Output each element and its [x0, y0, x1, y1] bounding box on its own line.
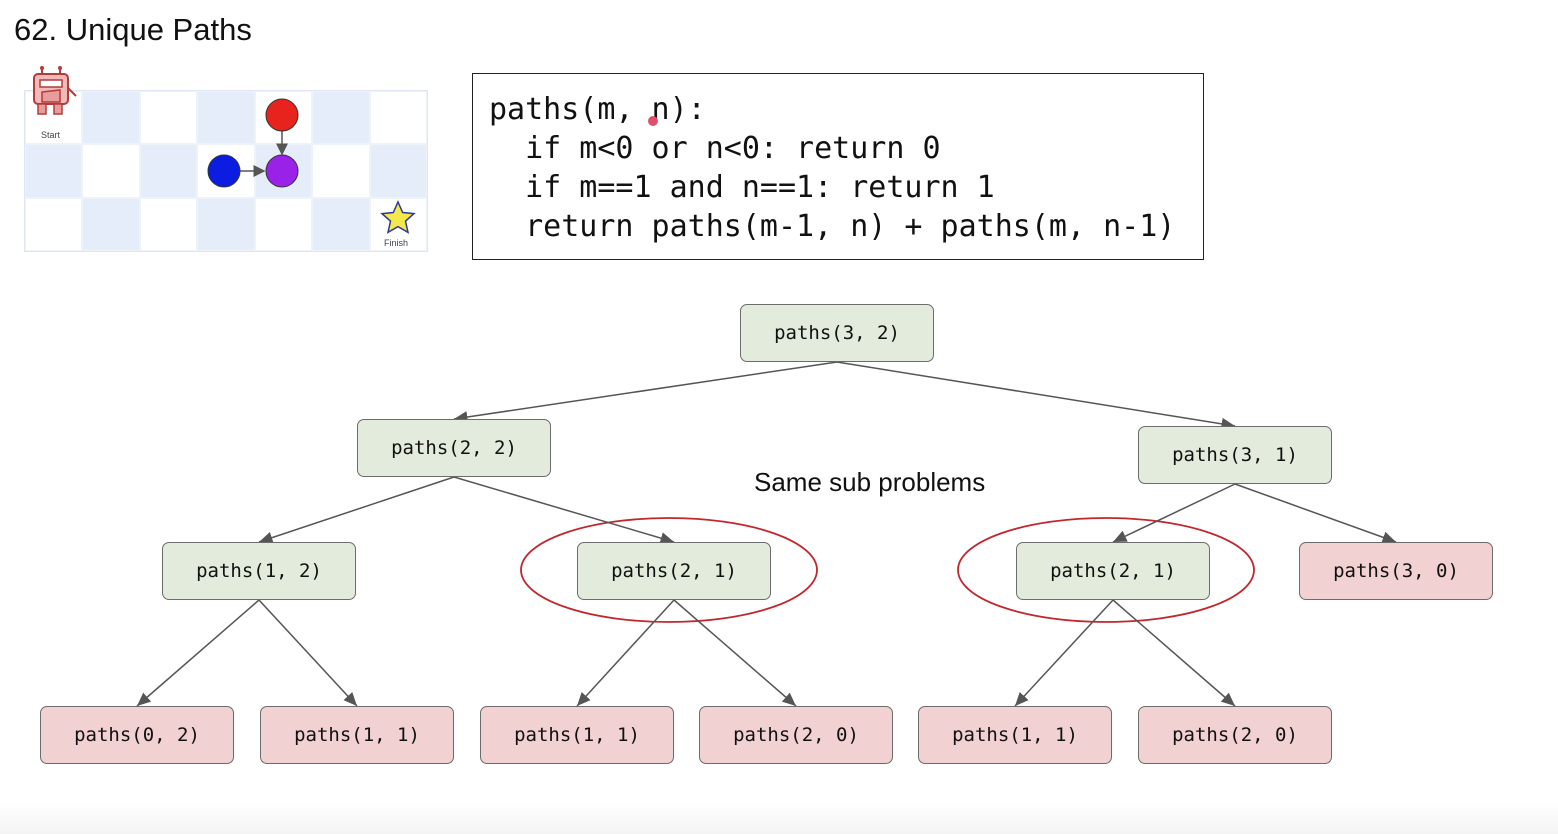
grid-board	[24, 90, 428, 252]
tree-edge	[136, 599, 260, 707]
grid-cell	[197, 91, 255, 145]
highlight-ellipse	[520, 517, 818, 623]
tree-node: paths(2, 1)	[1016, 542, 1210, 600]
tree-edge	[1234, 483, 1397, 544]
page-title: 62. Unique Paths	[14, 12, 252, 47]
robot-icon	[33, 66, 77, 115]
tree-node: paths(1, 1)	[480, 706, 674, 764]
code-line: if m<0 or n<0: return 0	[489, 131, 941, 166]
pointer-dot-icon	[648, 116, 658, 126]
code-line: paths(m, n):	[489, 92, 706, 127]
tree-node: paths(1, 1)	[260, 706, 454, 764]
tree-edge	[258, 599, 358, 707]
bottom-shadow-bar	[0, 800, 1558, 834]
grid-cell	[197, 197, 255, 251]
grid-cell	[82, 144, 140, 198]
code-line: return paths(m-1, n) + paths(m, n-1)	[489, 209, 1176, 244]
same-subproblems-annotation: Same sub problems	[754, 467, 986, 497]
tree-node: paths(3, 1)	[1138, 426, 1332, 484]
tree-edge	[576, 599, 675, 707]
grid-cell	[82, 197, 140, 251]
unique-paths-grid-illustration: Start Finish	[24, 66, 428, 252]
tree-node: paths(3, 2)	[740, 304, 934, 362]
grid-cell	[25, 197, 83, 251]
tree-edge	[1112, 599, 1236, 707]
purple-dot	[265, 154, 299, 188]
start-label: Start	[41, 130, 61, 140]
tree-node: paths(2, 2)	[357, 419, 551, 477]
grid-cell	[139, 144, 198, 198]
tree-edge	[1014, 599, 1114, 707]
tree-node: paths(2, 0)	[699, 706, 893, 764]
grid-cell	[139, 91, 198, 145]
tree-edge	[836, 361, 1236, 430]
tree-edge	[1112, 483, 1236, 543]
tree-edge	[673, 599, 797, 707]
tree-node: paths(2, 1)	[577, 542, 771, 600]
code-box: paths(m, n): if m<0 or n<0: return 0 if …	[472, 73, 1204, 260]
blue-dot	[207, 154, 241, 188]
star-icon	[380, 200, 416, 234]
grid-cell	[369, 144, 427, 198]
tree-edge	[453, 476, 675, 544]
grid-cell	[369, 197, 427, 251]
finish-label: Finish	[384, 238, 409, 248]
grid-cell	[312, 91, 370, 145]
grid-cell	[25, 144, 83, 198]
tree-node: paths(3, 0)	[1299, 542, 1493, 600]
tree-node: paths(0, 2)	[40, 706, 234, 764]
tree-edge	[258, 476, 455, 544]
grid-overlay	[33, 66, 416, 234]
tree-node: paths(2, 0)	[1138, 706, 1332, 764]
grid-cell	[254, 197, 313, 251]
grid-cell	[312, 197, 370, 251]
tree-edge	[453, 361, 838, 423]
code-line: if m==1 and n==1: return 1	[489, 170, 995, 205]
red-dot	[265, 98, 299, 132]
grid-cell	[82, 91, 140, 145]
grid-cell	[139, 197, 198, 251]
highlight-ellipse	[957, 517, 1255, 623]
tree-node: paths(1, 1)	[918, 706, 1112, 764]
tree-node: paths(1, 2)	[162, 542, 356, 600]
grid-cell	[369, 91, 427, 145]
grid-cell	[312, 144, 370, 198]
